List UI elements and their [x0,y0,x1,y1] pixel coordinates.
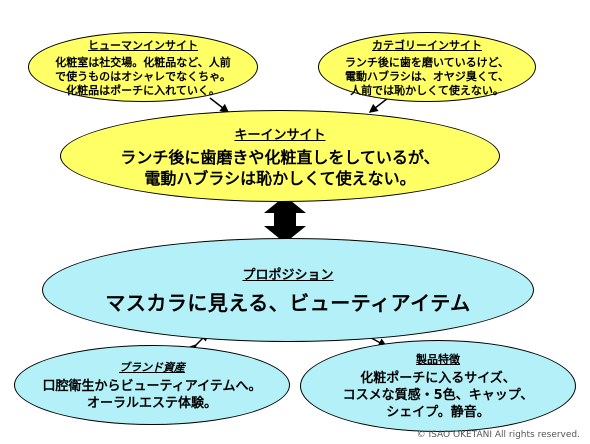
human-insight-body: 化粧室は社交場。化粧品など、人前 で使うものはオシャレでなくちゃ。 化粧品はポー… [55,55,231,97]
arrow-category-to-key [368,97,389,113]
brand-asset-ellipse: ブランド資産 口腔衛生からビューティアイテムへ。 オーラルエステ体験。 [14,345,290,425]
key-insight-ellipse: キーインサイト ランチ後に歯磨きや化粧直しをしているが、 電動ハブラシは恥かしく… [60,110,500,202]
proposition-body: マスカラに見える、ビューティアイテム [105,291,471,315]
brand-asset-body: 口腔衛生からビューティアイテムへ。 オーラルエステ体験。 [42,378,262,411]
product-features-title: 製品特徴 [416,353,460,366]
key-insight-title: キーインサイト [234,127,326,143]
proposition-title: プロポジション [242,268,334,283]
arrow-human-to-key [209,97,230,113]
human-insight-title: ヒューマンインサイト [88,38,198,52]
category-insight-ellipse: カテゴリーインサイト ランチ後に歯を磨いているけど、 電動ハブラシは、オヤジ臭く… [318,32,536,102]
double-arrow-key-proposition [264,196,306,243]
category-insight-body: ランチ後に歯を磨いているけど、 電動ハブラシは、オヤジ臭くて、 人前では恥かしく… [344,55,510,97]
copyright-notice: © ISAO OKETANI All rights reserved. [416,430,580,440]
human-insight-ellipse: ヒューマンインサイト 化粧室は社交場。化粧品など、人前 で使うものはオシャレでな… [28,32,258,102]
key-insight-body: ランチ後に歯磨きや化粧直しをしているが、 電動ハブラシは恥かしくて使えない。 [120,147,440,188]
product-features-body: 化粧ポーチに入るサイズ、 コスメな質感・5色、キャップ、 シェイプ。静音。 [342,371,534,420]
brand-asset-title: ブランド資産 [119,360,185,374]
product-features-ellipse: 製品特徴 化粧ポーチに入るサイズ、 コスメな質感・5色、キャップ、 シェイプ。静… [300,340,576,432]
category-insight-title: カテゴリーインサイト [372,38,482,52]
proposition-ellipse: プロポジション マスカラに見える、ビューティアイテム [42,238,534,342]
